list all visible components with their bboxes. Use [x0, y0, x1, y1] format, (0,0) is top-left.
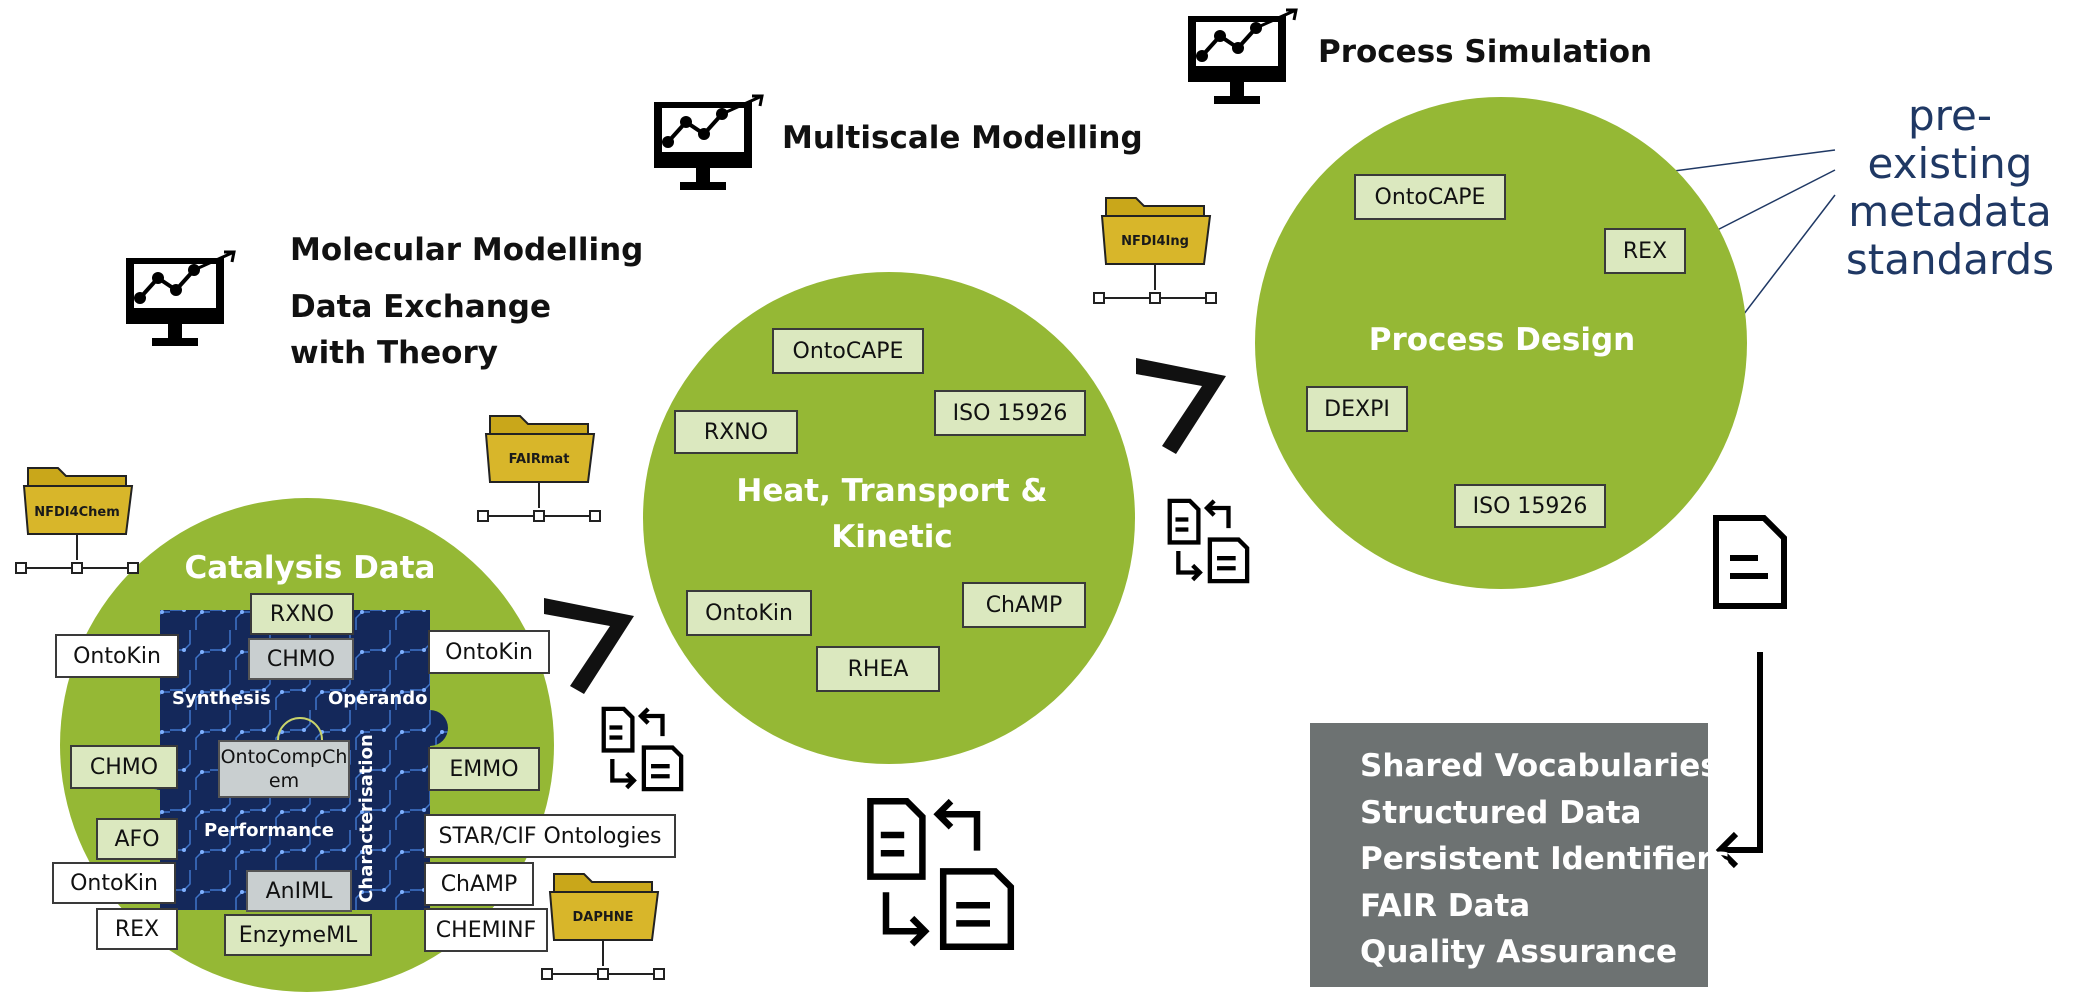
heat-box-ontocape: OntoCAPE [772, 328, 924, 374]
folder-network-icon [15, 467, 139, 574]
summary-item: Persistent Identifiers [1360, 841, 1731, 877]
folder-network-icon [1093, 197, 1217, 304]
folder-network-icon [477, 415, 601, 522]
summary-box: Shared Vocabularies Structured Data Pers… [1310, 723, 1730, 987]
summary-item: Quality Assurance [1360, 934, 1678, 970]
catalysis-box-animl: AnIML [246, 870, 352, 912]
return-arrow-icon [1715, 652, 1763, 869]
process-box-ontocape: OntoCAPE [1354, 174, 1506, 220]
folder-network-icon [541, 873, 665, 980]
heat-box-champ: ChAMP [962, 582, 1086, 628]
catalysis-box-ontokin-left: OntoKin [55, 634, 179, 678]
heat-box-rxno: RXNO [674, 410, 798, 454]
catalysis-box-ontokin-right: OntoKin [428, 630, 550, 674]
folder-label-nfdi4chem: NFDI4Chem [34, 505, 120, 520]
heat-box-ontokin: OntoKin [686, 590, 812, 636]
puzzle-label-synthesis: Synthesis [172, 688, 271, 709]
folder-label-daphne: DAPHNE [572, 910, 634, 925]
puzzle-label-characterisation: Characterisation [355, 734, 377, 903]
catalysis-box-cheminf: CHEMINF [424, 908, 548, 952]
monitor-chart-icon [654, 94, 764, 190]
chevron-arrow-icon [1136, 358, 1226, 454]
pre-existing-standards-label: pre-existing metadata standards [1845, 91, 2055, 284]
heat-transport-title: Heat, Transport & Kinetic [736, 473, 1048, 555]
summary-item: Structured Data [1360, 794, 1642, 831]
catalysis-box-emmo: EMMO [428, 747, 540, 791]
catalysis-box-champ: ChAMP [424, 862, 534, 906]
catalysis-box-chmo-top: CHMO [248, 638, 354, 680]
heading-process-simulation: Process Simulation [1318, 34, 1653, 70]
heat-box-rhea: RHEA [816, 646, 940, 692]
summary-list: Shared Vocabularies Structured Data Pers… [1360, 743, 1730, 976]
monitor-chart-icon [126, 250, 236, 346]
summary-item: FAIR Data [1360, 887, 1531, 924]
monitor-chart-icon [1188, 8, 1298, 104]
process-box-iso: ISO 15926 [1454, 484, 1606, 528]
folder-label-fairmat: FAIRmat [508, 452, 570, 467]
heading-multiscale-modelling: Multiscale Modelling [782, 120, 1143, 156]
process-box-rex: REX [1604, 228, 1686, 274]
catalysis-box-chmo-left: CHMO [70, 745, 178, 789]
puzzle-label-operando: Operando [328, 688, 428, 709]
catalysis-box-enzymeml: EnzymeML [224, 914, 372, 956]
catalysis-box-rxno: RXNO [250, 593, 354, 635]
process-design-title: Process Design [1368, 322, 1636, 358]
document-exchange-icon [601, 706, 684, 792]
summary-item: Shared Vocabularies [1360, 748, 1719, 784]
catalysis-box-ontocompchem: OntoCompChem [218, 740, 350, 798]
catalysis-box-afo: AFO [96, 818, 178, 860]
folder-label-nfdi4ing: NFDI4Ing [1121, 234, 1189, 249]
document-exchange-icon [867, 797, 1015, 951]
heading-data-exchange: Data Exchange with Theory [290, 289, 552, 371]
puzzle-label-performance: Performance [204, 820, 334, 841]
chevron-arrow-icon [544, 598, 634, 694]
document-exchange-icon [1167, 498, 1250, 584]
heading-molecular-modelling: Molecular Modelling [290, 232, 644, 268]
heat-box-iso: ISO 15926 [934, 390, 1086, 436]
catalysis-title: Catalysis Data [184, 550, 436, 586]
document-icon [1713, 515, 1787, 609]
catalysis-box-rex: REX [96, 908, 178, 950]
catalysis-box-ontokin-bottom: OntoKin [52, 862, 176, 904]
catalysis-box-star-cif: STAR/CIF Ontologies [424, 814, 676, 858]
process-box-dexpi: DEXPI [1306, 386, 1408, 432]
